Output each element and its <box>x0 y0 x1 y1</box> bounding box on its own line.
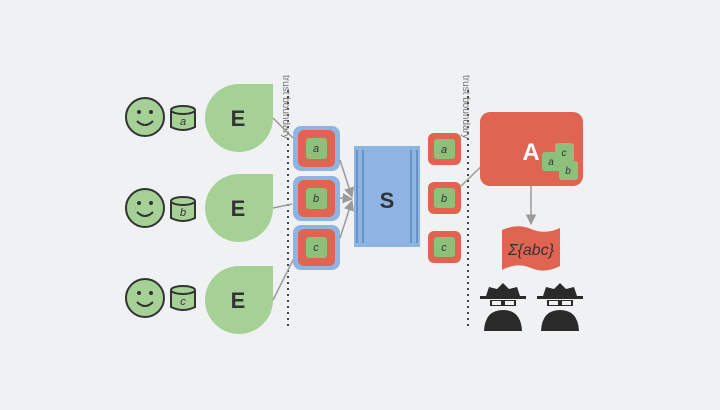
user-row-1: a E <box>125 83 273 152</box>
encoded-item-label: a <box>313 143 319 155</box>
shuffled-item-label: c <box>441 242 447 254</box>
encoder-shape <box>205 265 273 334</box>
analyzer-item-label: a <box>548 157 554 168</box>
shuffled-item: a <box>428 133 461 165</box>
encoder-label: E <box>231 288 246 313</box>
trust-boundary-label-2: trust boundary <box>460 75 471 139</box>
database-label: b <box>180 207 186 219</box>
shuffled-item-label: b <box>441 193 447 205</box>
database-icon <box>170 196 196 222</box>
analyzer-item <box>559 161 578 180</box>
shuffled-item: c <box>428 231 461 263</box>
encoded-item: c <box>293 225 340 270</box>
result-label: Σ{abc} <box>507 242 555 259</box>
spy-icon <box>537 283 583 331</box>
encoder-arrow <box>272 203 293 209</box>
analyzer-label: A <box>522 139 539 166</box>
analyzer: A a c b <box>480 112 583 186</box>
shuffled-item: b <box>428 182 461 214</box>
user-row-2: b E <box>125 173 273 242</box>
encoded-item-label: c <box>313 242 319 254</box>
shuffle-arrow <box>339 192 354 204</box>
encoded-item: b <box>293 176 340 221</box>
shuffler-label: S <box>380 188 395 213</box>
result-flag: Σ{abc} <box>502 226 560 271</box>
smiley-icon <box>125 97 165 137</box>
encoder-label: E <box>231 106 246 131</box>
encoder-label: E <box>231 196 246 221</box>
smiley-icon <box>125 278 165 318</box>
shuffle-arrow <box>339 159 355 198</box>
smiley-icon <box>125 188 165 228</box>
shuffled-item-label: a <box>441 144 447 156</box>
database-label: a <box>180 116 186 128</box>
database-icon <box>170 105 196 131</box>
encoder-shape <box>205 83 273 152</box>
encoded-item: a <box>293 126 340 171</box>
analyzer-item-label: b <box>565 166 571 177</box>
encoded-item-label: b <box>313 193 319 205</box>
analyzer-item <box>555 143 574 162</box>
shuffler: S <box>354 146 420 247</box>
database-label: c <box>180 296 186 308</box>
encoder-arrow <box>272 117 294 139</box>
analyzer-item-label: c <box>562 148 567 159</box>
trust-boundary-label-1: trust boundary <box>280 75 291 139</box>
spy-icon <box>480 283 526 331</box>
encoder-arrow <box>272 259 294 301</box>
encoder-shape <box>205 173 273 242</box>
shuffle-arrow <box>339 200 355 239</box>
database-icon <box>170 285 196 311</box>
user-row-3: c E <box>125 265 273 334</box>
